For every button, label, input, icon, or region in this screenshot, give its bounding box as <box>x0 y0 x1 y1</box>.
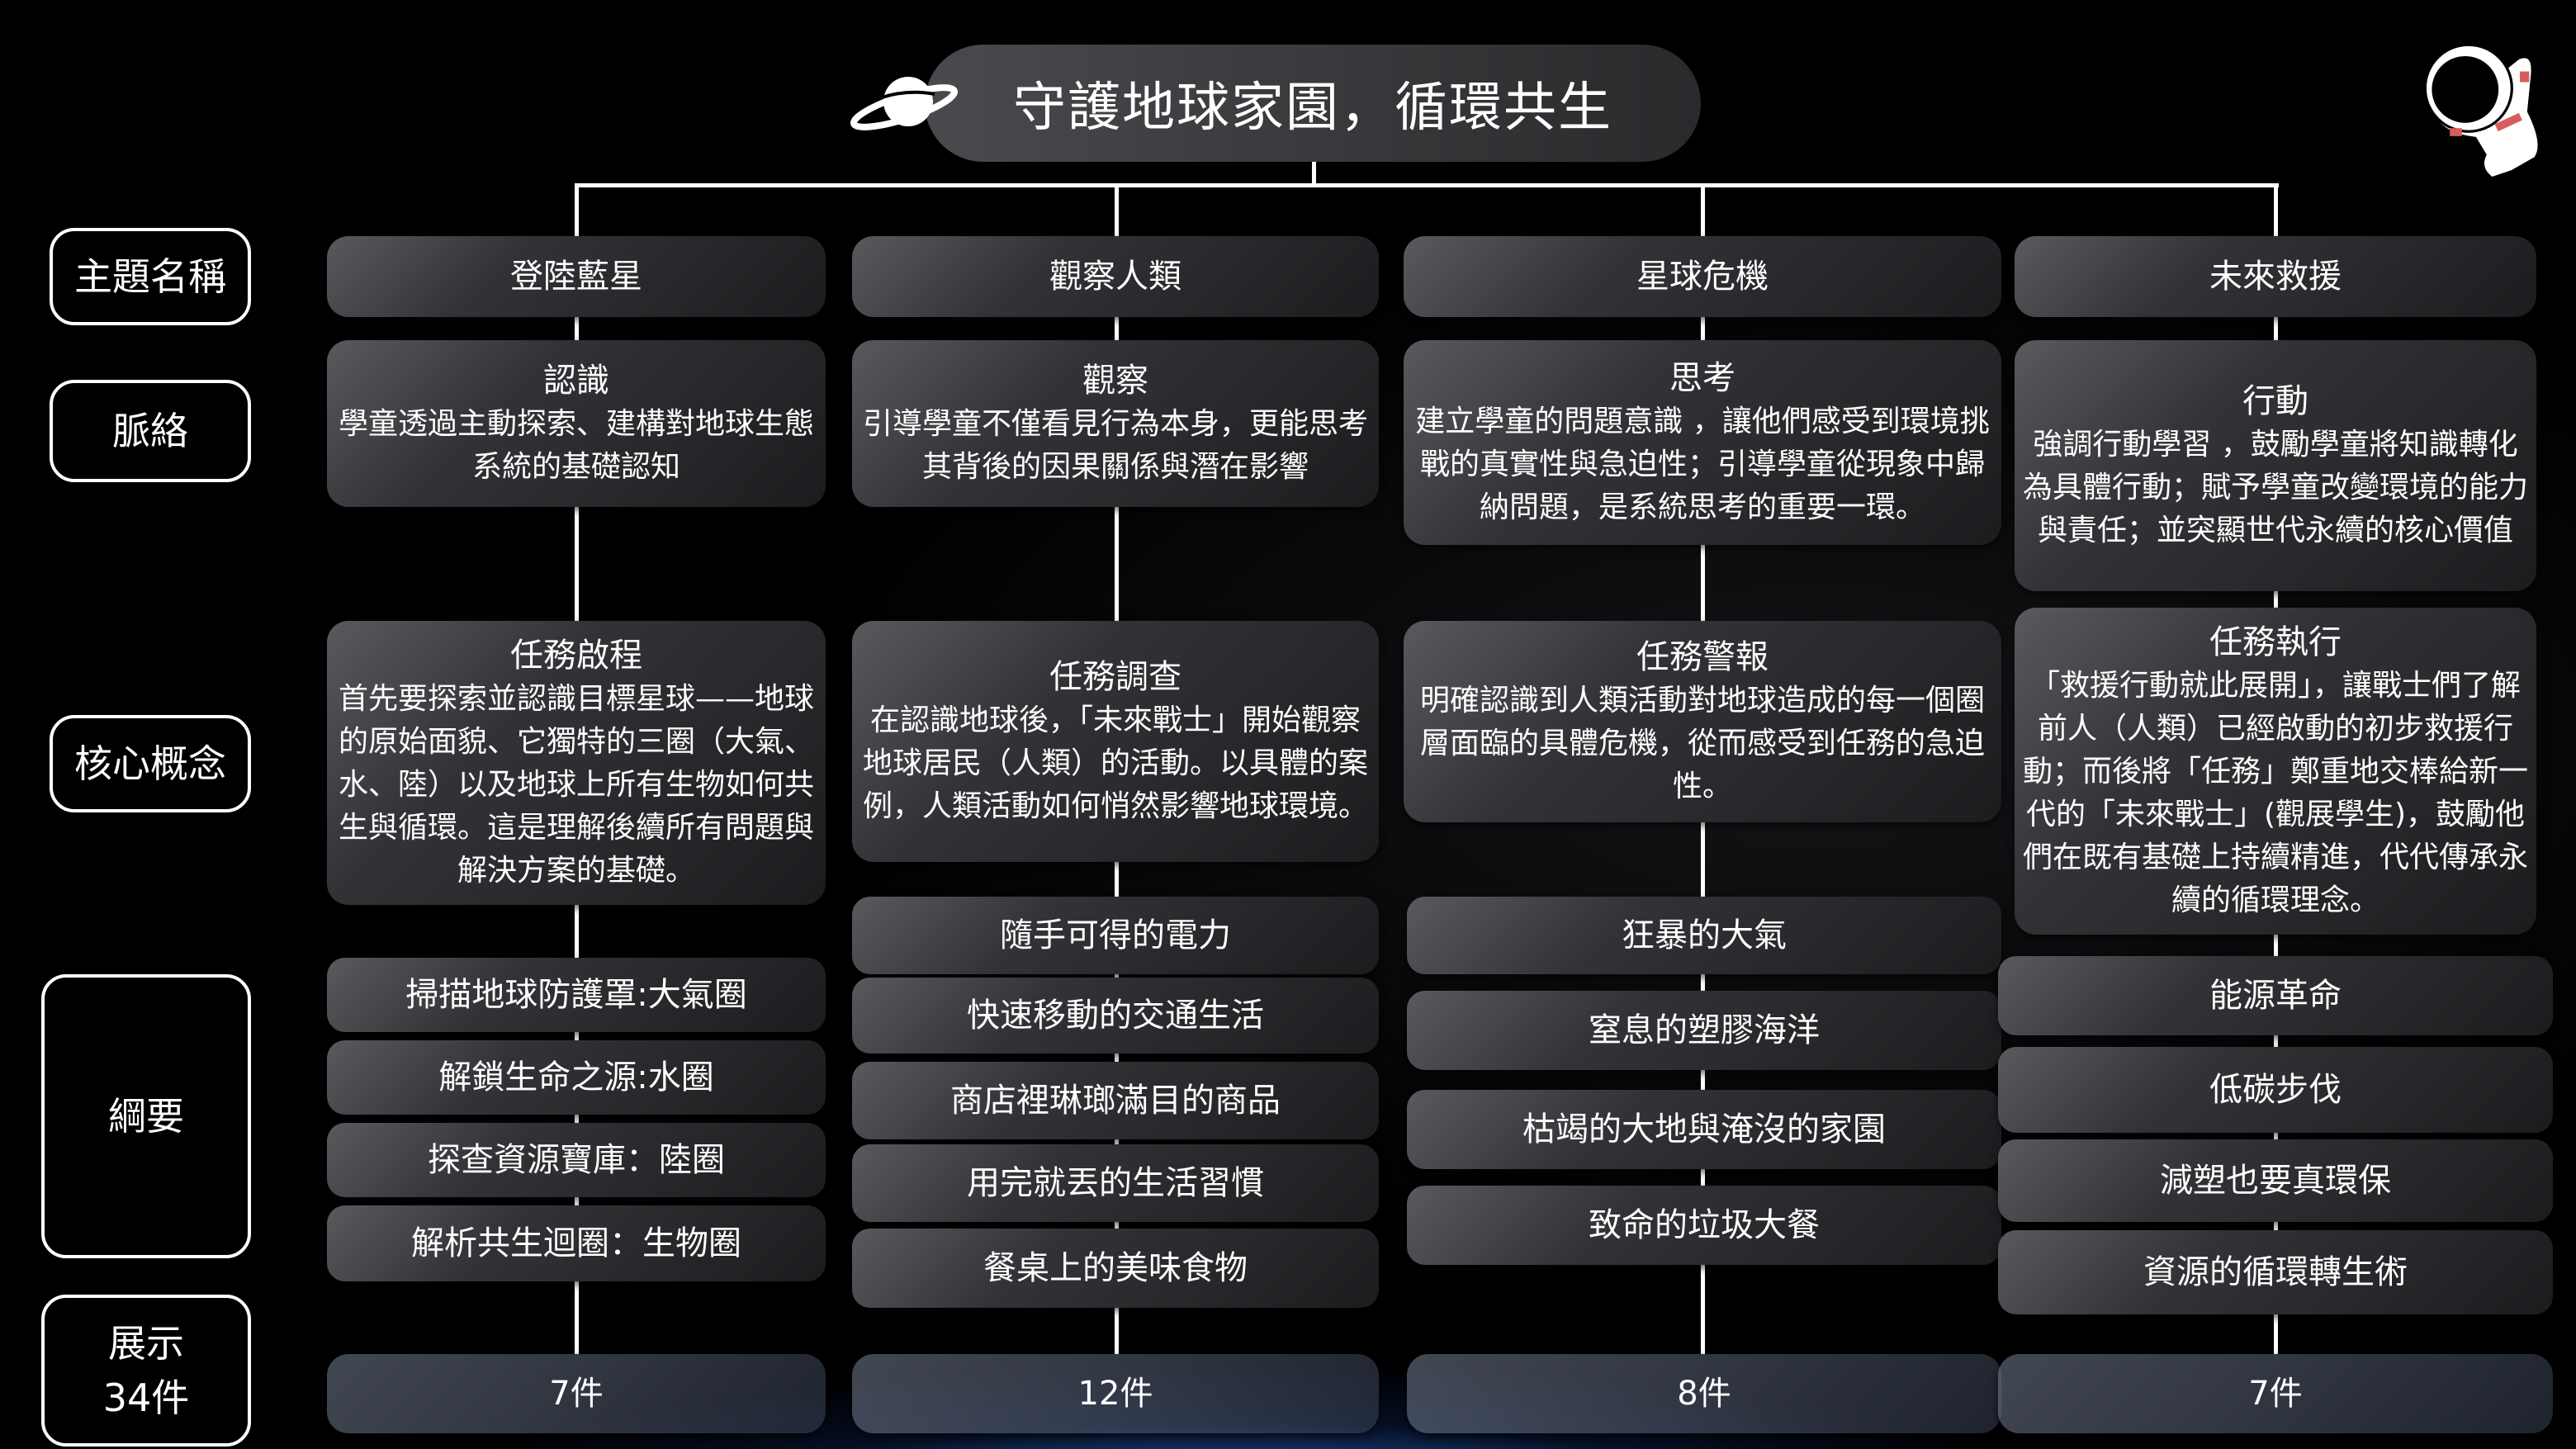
outline-item-text: 掃描地球防護罩:大氣圈 <box>405 976 747 1014</box>
outline-item: 解鎖生命之源:水圈 <box>327 1040 826 1115</box>
theme-title: 星球危機 <box>1636 258 1769 296</box>
outline-item: 減塑也要真環保 <box>1998 1139 2553 1222</box>
row-label-context: 脈絡 <box>50 380 251 482</box>
outline-item: 隨手可得的電力 <box>852 897 1379 974</box>
outline-item: 掃描地球防護罩:大氣圈 <box>327 958 826 1032</box>
planet-icon <box>850 77 959 130</box>
label-text: 綱要 <box>108 1094 184 1139</box>
outline-item-text: 探查資源寶庫：陸圈 <box>428 1141 725 1179</box>
outline-item-text: 窒息的塑膠海洋 <box>1589 1011 1820 1049</box>
outline-item-text: 解析共生迴圈：生物圈 <box>411 1224 741 1262</box>
exhibit-count-text: 7件 <box>549 1375 604 1413</box>
connector-line <box>575 183 2279 187</box>
astronaut-icon <box>2423 43 2540 180</box>
context-text: 建立學童的問題意識 ，讓他們感受到環境挑戰的真實性與急迫性；引導學童從現象中歸納… <box>1415 405 1990 524</box>
exhibit-count: 12件 <box>852 1354 1379 1433</box>
outline-item: 低碳步伐 <box>1998 1047 2553 1133</box>
outline-item-text: 用完就丟的生活習慣 <box>967 1164 1264 1202</box>
outline-item-text: 快速移動的交通生活 <box>967 997 1264 1035</box>
outline-item: 狂暴的大氣 <box>1407 897 2001 974</box>
theme-box: 未來救援 <box>2015 236 2536 317</box>
core-concept-box: 任務警報明確認識到人類活動對地球造成的每一個圈層面臨的具體危機，從而感受到任務的… <box>1404 621 2001 822</box>
core-text: 「救援行動就此展開」，讓戰士們了解前人（人類）已經啟動的初步救援行動；而後將「任… <box>2023 669 2529 917</box>
context-text: 學童透過主動探索、建構對地球生態系統的基礎認知 <box>338 407 814 484</box>
exhibit-count: 7件 <box>327 1354 826 1433</box>
label-text: 主題名稱 <box>74 254 226 299</box>
core-concept-box: 任務執行「救援行動就此展開」，讓戰士們了解前人（人類）已經啟動的初步救援行動；而… <box>2015 608 2536 935</box>
context-title: 思考 <box>1669 359 1735 397</box>
core-title: 任務警報 <box>1636 638 1769 676</box>
outline-item-text: 餐桌上的美味食物 <box>983 1249 1248 1287</box>
row-label-core: 核心概念 <box>50 715 251 812</box>
page-title: 守護地球家園，循環共生 <box>925 45 1701 162</box>
theme-title: 未來救援 <box>2209 258 2342 296</box>
context-text: 強調行動學習 ，鼓勵學童將知識轉化為具體行動；賦予學童改變環境的能力與責任；並突… <box>2023 428 2529 547</box>
row-label-outline: 綱要 <box>41 974 251 1258</box>
outline-item-text: 隨手可得的電力 <box>1000 916 1231 954</box>
outline-item-text: 減塑也要真環保 <box>2160 1162 2391 1200</box>
outline-item: 商店裡琳瑯滿目的商品 <box>852 1062 1379 1139</box>
outline-item: 窒息的塑膠海洋 <box>1407 991 2001 1070</box>
label-text: 展示 <box>108 1321 184 1366</box>
outline-item: 枯竭的大地與淹沒的家園 <box>1407 1090 2001 1169</box>
theme-box: 登陸藍星 <box>327 236 826 317</box>
core-text: 在認識地球後，「未來戰士」開始觀察地球居民（人類）的活動。以具體的案例，人類活動… <box>862 703 1368 823</box>
outline-item-text: 致命的垃圾大餐 <box>1589 1206 1820 1244</box>
outline-item: 能源革命 <box>1998 956 2553 1035</box>
outline-item: 致命的垃圾大餐 <box>1407 1186 2001 1265</box>
outline-item-text: 資源的循環轉生術 <box>2143 1253 2408 1291</box>
context-title: 認識 <box>543 362 609 400</box>
label-text: 脈絡 <box>112 409 188 453</box>
core-title: 任務啟程 <box>510 637 642 675</box>
context-box: 思考建立學童的問題意識 ，讓他們感受到環境挑戰的真實性與急迫性；引導學童從現象中… <box>1404 340 2001 545</box>
outline-item: 資源的循環轉生術 <box>1998 1230 2553 1314</box>
row-label-theme: 主題名稱 <box>50 228 251 325</box>
exhibit-count: 8件 <box>1407 1354 2001 1433</box>
outline-item: 餐桌上的美味食物 <box>852 1229 1379 1308</box>
outline-item-text: 能源革命 <box>2209 977 2342 1015</box>
exhibit-count: 7件 <box>1998 1354 2553 1433</box>
theme-box: 星球危機 <box>1404 236 2001 317</box>
context-title: 觀察 <box>1082 362 1148 400</box>
core-concept-box: 任務調查在認識地球後，「未來戰士」開始觀察地球居民（人類）的活動。以具體的案例，… <box>852 621 1379 862</box>
outline-item-text: 商店裡琳瑯滿目的商品 <box>950 1082 1281 1120</box>
exhibit-count-text: 8件 <box>1677 1375 1731 1413</box>
theme-box: 觀察人類 <box>852 236 1379 317</box>
context-box: 行動強調行動學習 ，鼓勵學童將知識轉化為具體行動；賦予學童改變環境的能力與責任；… <box>2015 340 2536 591</box>
label-text: 核心概念 <box>74 741 226 786</box>
outline-item-text: 解鎖生命之源:水圈 <box>438 1058 714 1096</box>
exhibit-count-text: 7件 <box>2248 1375 2303 1413</box>
outline-item-text: 枯竭的大地與淹沒的家園 <box>1522 1110 1886 1148</box>
context-box: 認識學童透過主動探索、建構對地球生態系統的基礎認知 <box>327 340 826 507</box>
outline-item: 用完就丟的生活習慣 <box>852 1144 1379 1222</box>
context-title: 行動 <box>2242 382 2308 420</box>
context-text: 引導學童不僅看見行為本身，更能思考其背後的因果關係與潛在影響 <box>862 407 1368 484</box>
core-title: 任務調查 <box>1049 658 1181 696</box>
outline-item: 探查資源寶庫：陸圈 <box>327 1123 826 1197</box>
outline-item: 快速移動的交通生活 <box>852 978 1379 1054</box>
theme-title: 觀察人類 <box>1049 258 1181 296</box>
context-box: 觀察引導學童不僅看見行為本身，更能思考其背後的因果關係與潛在影響 <box>852 340 1379 507</box>
theme-title: 登陸藍星 <box>510 258 642 296</box>
outline-item-text: 狂暴的大氣 <box>1622 916 1787 954</box>
exhibit-count-text: 12件 <box>1077 1375 1153 1413</box>
row-label-display: 展示 34件 <box>41 1295 251 1447</box>
outline-item-text: 低碳步伐 <box>2209 1071 2342 1109</box>
core-title: 任務執行 <box>2209 623 2342 661</box>
page-title-text: 守護地球家園，循環共生 <box>1013 78 1612 139</box>
core-concept-box: 任務啟程首先要探索並認識目標星球——地球的原始面貌、它獨特的三圈（大氣、水、陸）… <box>327 621 826 905</box>
connector-line <box>1312 162 1316 187</box>
core-text: 明確認識到人類活動對地球造成的每一個圈層面臨的具體危機，從而感受到任務的急迫性。 <box>1419 684 1985 803</box>
total-count: 34件 <box>102 1376 190 1420</box>
outline-item: 解析共生迴圈：生物圈 <box>327 1205 826 1281</box>
core-text: 首先要探索並認識目標星球——地球的原始面貌、它獨特的三圈（大氣、水、陸）以及地球… <box>338 682 814 888</box>
